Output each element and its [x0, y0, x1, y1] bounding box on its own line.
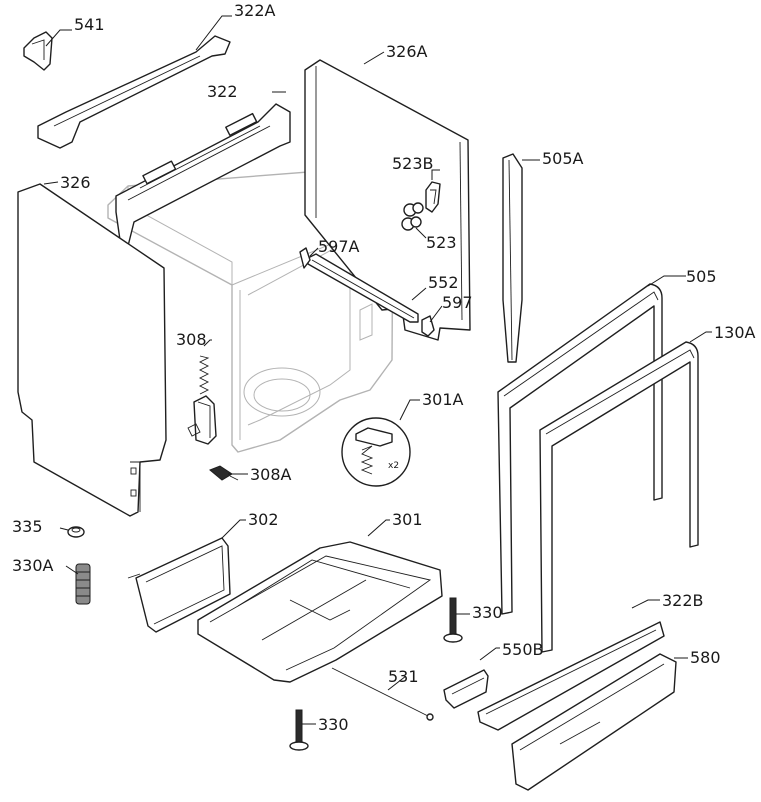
part-505-door-seal: [497, 283, 663, 615]
part-130A-seal: [539, 341, 699, 653]
callout-531: 531: [388, 667, 419, 686]
leader-lines: [43, 15, 712, 725]
part-301A-inset: [341, 417, 411, 487]
callout-326: 326: [60, 173, 91, 192]
callout-505: 505: [686, 267, 717, 286]
callout-597: 597: [442, 293, 473, 312]
callout-597A: 597A: [318, 237, 360, 256]
part-597A-clip: [299, 247, 311, 269]
callout-322B: 322B: [662, 591, 704, 610]
callout-130A: 130A: [714, 323, 756, 342]
callout-550B: 550B: [502, 640, 544, 659]
part-523-fittings: [401, 202, 424, 231]
part-330-foot-bottom: [289, 709, 309, 751]
part-505A-seal-strip: [502, 153, 523, 363]
part-308-hinge: [187, 355, 217, 445]
part-322B-bottom-rail: [477, 621, 665, 731]
part-301-base: [197, 541, 443, 683]
part-552-rail: [307, 253, 419, 323]
hinge-spring: [198, 355, 210, 395]
callout-322: 322: [207, 82, 238, 101]
callout-308: 308: [176, 330, 207, 349]
part-531-rod: [331, 667, 434, 721]
part-326-side-panel-left: [17, 183, 167, 517]
callout-541: 541: [74, 15, 105, 34]
part-308A-lever: [209, 465, 239, 481]
part-326A-side-panel-right: [304, 59, 471, 341]
callout-552: 552: [428, 273, 459, 292]
callout-505A: 505A: [542, 149, 584, 168]
part-330A-foot: [75, 563, 91, 605]
callout-523: 523: [426, 233, 457, 252]
callout-330-right: 330: [472, 603, 503, 622]
part-580-kickplate: [511, 653, 677, 791]
callout-302: 302: [248, 510, 279, 529]
part-523B-fitting: [425, 181, 441, 213]
callout-301A: 301A: [422, 390, 464, 409]
callout-301: 301: [392, 510, 423, 529]
part-322A-top-bracket: [37, 35, 231, 149]
callout-330A: 330A: [12, 556, 54, 575]
part-550B-clip: [443, 669, 489, 709]
callout-308A: 308A: [250, 465, 292, 484]
callout-580: 580: [690, 648, 721, 667]
part-335-cap: [67, 526, 85, 538]
part-541-clip: [23, 31, 53, 71]
callout-335: 335: [12, 517, 43, 536]
callout-322A: 322A: [234, 1, 276, 20]
callout-330-bottom: 330: [318, 715, 349, 734]
callout-523B: 523B: [392, 154, 434, 173]
callout-326A: 326A: [386, 42, 428, 61]
quantity-301A: x2: [388, 461, 399, 471]
part-330-foot-right: [443, 597, 463, 643]
part-322-top-rail: [115, 103, 291, 247]
